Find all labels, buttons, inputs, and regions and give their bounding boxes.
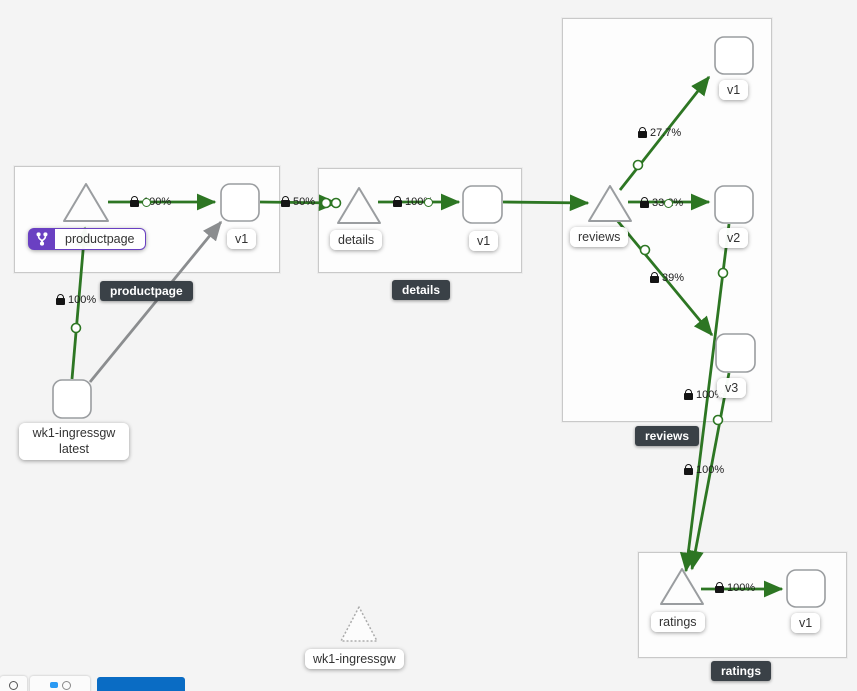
node-label-ratings-v1[interactable]: v1 — [791, 613, 821, 633]
mtls-lock-icon — [638, 127, 647, 138]
node-label-ratings-service[interactable]: ratings — [651, 612, 705, 632]
edge-waypoint-icon — [142, 197, 151, 207]
node-label-text: productpage — [55, 228, 146, 250]
node-idle-gateway-service[interactable] — [340, 606, 378, 642]
edge-label-productpage-to-v1[interactable]: 100% — [130, 195, 171, 209]
help-icon — [61, 680, 71, 690]
node-label-details-service[interactable]: details — [330, 230, 383, 250]
edge-percentage: 39% — [662, 272, 685, 284]
edge-percentage: 100% — [696, 464, 725, 476]
edge-label-reviews-to-v1[interactable]: 27.7% — [638, 126, 681, 140]
node-label-reviews-v1[interactable]: v1 — [719, 80, 749, 100]
edge-label-reviews-to-v3[interactable]: 39% — [650, 271, 684, 285]
virtual-service-icon — [28, 228, 55, 250]
group-box-ratings[interactable] — [638, 552, 847, 658]
node-label-text: wk1-ingressgw — [32, 426, 116, 440]
node-label-text: v1 — [799, 616, 813, 630]
edge-label-v2-to-ratings[interactable]: 100% — [684, 463, 724, 477]
node-label-productpage-service[interactable]: productpage — [28, 228, 146, 250]
edge-waypoint-icon — [664, 199, 673, 208]
edge-waypoint-icon — [424, 198, 433, 207]
node-label-text: v1 — [727, 83, 741, 97]
mtls-lock-icon — [130, 196, 139, 207]
node-label-ingressgw[interactable]: wk1-ingressgw latest — [19, 423, 129, 461]
node-label-reviews-v2[interactable]: v2 — [719, 228, 749, 248]
edge-label-details-to-v1[interactable]: 100% — [393, 195, 433, 209]
graph-type-icon — [49, 682, 58, 688]
toolbar-icon — [9, 680, 18, 690]
mtls-lock-icon — [684, 464, 693, 475]
group-hover-label-productpage: productpage — [100, 281, 193, 301]
node-label-text: wk1-ingressgw — [313, 652, 396, 666]
mtls-lock-icon — [281, 196, 290, 207]
mtls-lock-icon — [56, 294, 65, 305]
node-label-text: v3 — [725, 381, 739, 395]
edge-label-ratings-to-v1[interactable]: 100% — [715, 581, 755, 595]
edge-percentage: 100% — [727, 582, 756, 594]
graph-toolbar-button-1[interactable] — [0, 676, 27, 691]
group-hover-label-ratings: ratings — [711, 661, 772, 681]
edge-label-gw-to-productpage[interactable]: 100% — [56, 293, 96, 307]
mtls-lock-icon — [650, 272, 659, 283]
node-label-idle-gateway[interactable]: wk1-ingressgw — [305, 649, 404, 669]
node-label-text: details — [338, 233, 375, 247]
node-label-details-v1[interactable]: v1 — [469, 231, 499, 251]
edge-percentage: 100% — [68, 294, 97, 306]
mtls-lock-icon — [684, 389, 693, 400]
node-label-version: latest — [59, 441, 89, 456]
node-label-text: v1 — [477, 234, 491, 248]
group-box-reviews[interactable] — [562, 18, 772, 422]
node-label-text: v2 — [727, 231, 741, 245]
node-label-reviews-v3[interactable]: v3 — [717, 378, 747, 398]
group-hover-label-details: details — [392, 280, 451, 300]
group-hover-label-reviews: reviews — [635, 426, 700, 446]
graph-toolbar-button-2[interactable] — [30, 676, 90, 691]
node-label-text: ratings — [659, 615, 697, 629]
node-label-text: reviews — [578, 230, 621, 244]
group-box-productpage[interactable] — [14, 166, 280, 273]
mtls-lock-icon — [640, 197, 649, 208]
edge-percentage: 27.7% — [650, 127, 682, 139]
group-box-details[interactable] — [318, 168, 522, 273]
edge-percentage: 50% — [293, 196, 316, 208]
primary-action-button[interactable] — [97, 677, 185, 691]
mtls-lock-icon — [715, 582, 724, 593]
edge-label-reviews-to-v2[interactable]: 33.2% — [640, 196, 683, 210]
node-ingressgw[interactable] — [52, 379, 92, 419]
node-label-reviews-service[interactable]: reviews — [570, 227, 629, 247]
mtls-lock-icon — [393, 196, 402, 207]
node-label-productpage-v1[interactable]: v1 — [227, 229, 257, 249]
node-label-text: v1 — [235, 232, 249, 246]
edge-label-productpage-to-details[interactable]: 50% — [281, 195, 315, 209]
